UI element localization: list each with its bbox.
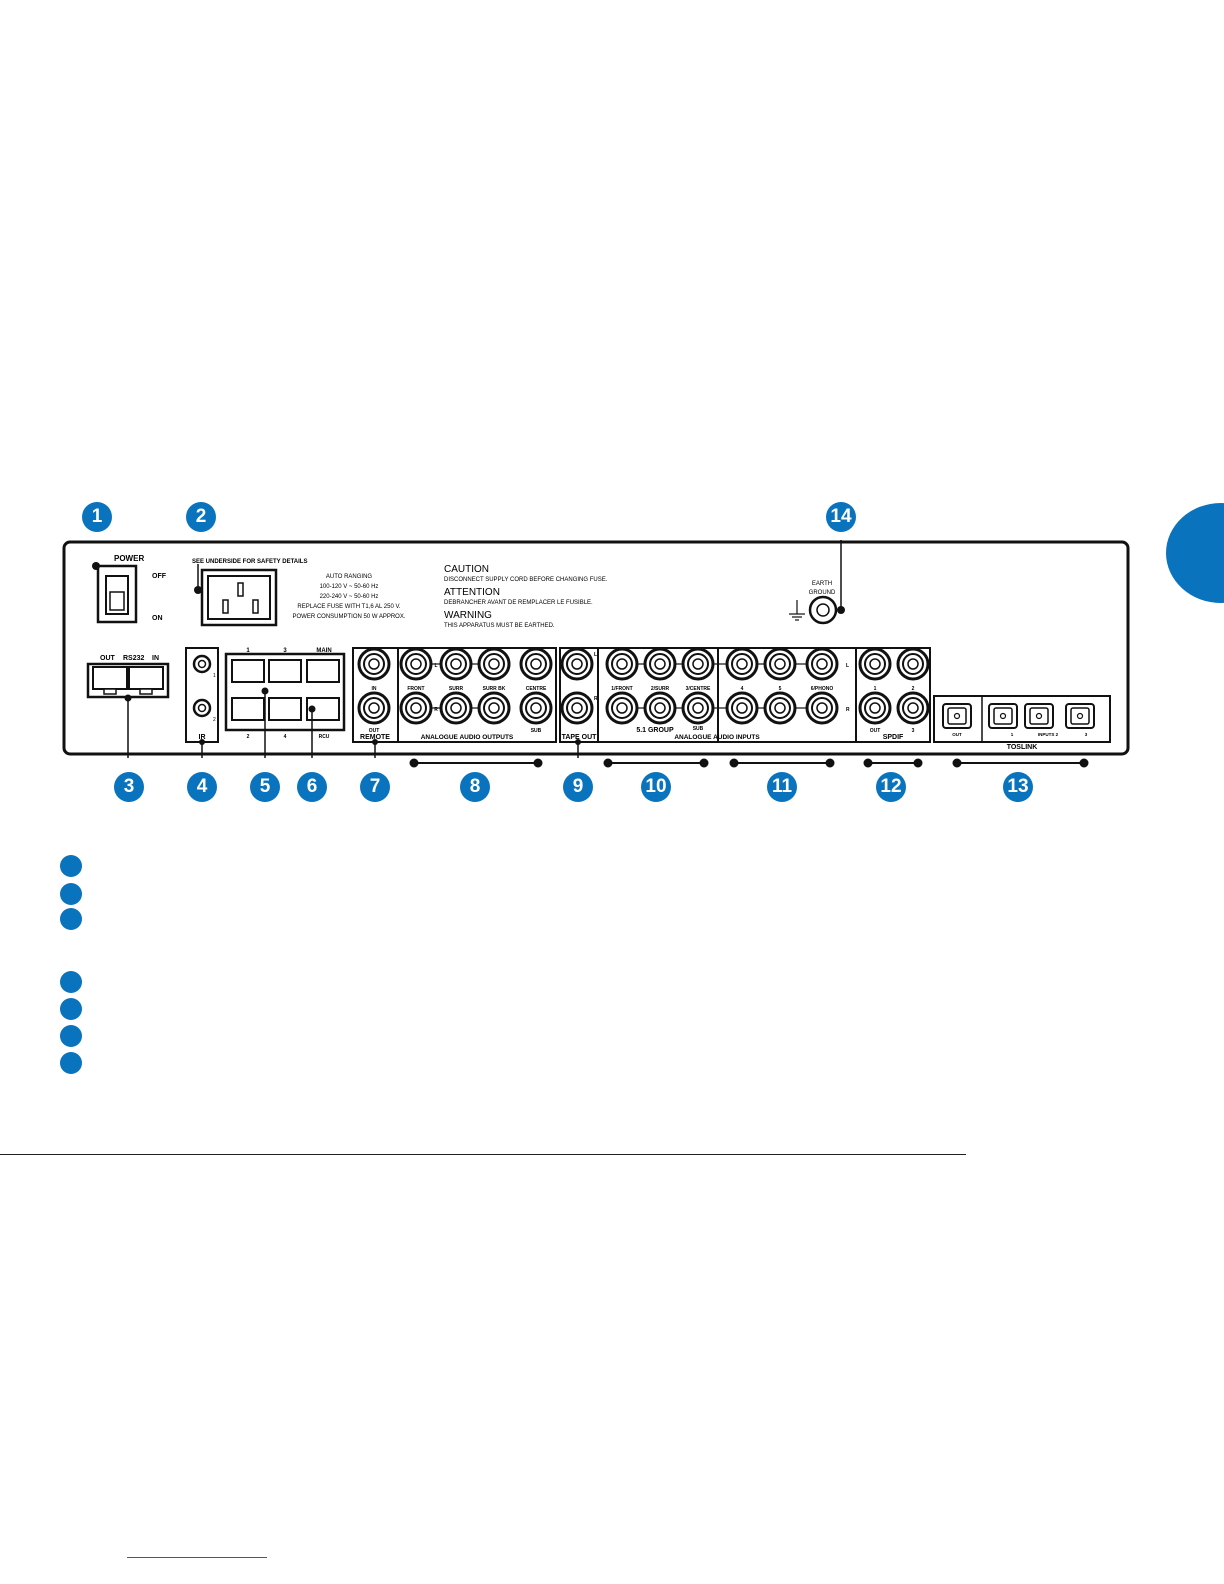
remote-out-label: OUT — [369, 728, 380, 734]
footer-link-underline — [127, 1557, 267, 1558]
zone-label-1: 1 — [246, 648, 250, 654]
ir-label: IR — [199, 734, 206, 741]
zone-label-2: 2 — [247, 734, 250, 740]
zone-label-4: 4 — [284, 734, 287, 740]
earth-label-2: GROUND — [809, 590, 836, 596]
attention-title: ATTENTION — [444, 587, 500, 598]
outputs-r-label: R — [434, 707, 438, 713]
caution-title: CAUTION — [444, 564, 489, 575]
group-brackets — [409, 758, 1089, 768]
legend-dot-5 — [60, 998, 82, 1020]
remote-in-label: IN — [372, 686, 377, 692]
zone-label-3: 3 — [283, 648, 287, 654]
ir-number-1: 1 — [213, 673, 216, 679]
tape-r-label: R — [594, 696, 598, 702]
spdif-2-label: 2 — [912, 686, 915, 692]
callout-4: 4 — [187, 772, 217, 802]
attention-text: DEBRANCHER AVANT DE REMPLACER LE FUSIBLE… — [444, 600, 593, 606]
toslink-label: TOSLINK — [1007, 744, 1038, 751]
callout-10: 10 — [641, 772, 671, 802]
earth-label-1: EARTH — [812, 581, 832, 587]
legend-dot-7 — [60, 1052, 82, 1074]
group-51-label: 5.1 GROUP — [636, 727, 674, 734]
output-centre-label: CENTRE — [526, 686, 547, 692]
callout-2: 2 — [186, 502, 216, 532]
inputs-l-label: L — [846, 663, 849, 669]
toslink-inputs-label: INPUTS 2 — [1038, 732, 1059, 737]
callout-9: 9 — [563, 772, 593, 802]
inputs-r-label: R — [846, 707, 850, 713]
power-on-label: ON — [152, 615, 163, 622]
warning-title: WARNING — [444, 610, 492, 621]
callout-3: 3 — [114, 772, 144, 802]
power-label: POWER — [114, 554, 144, 563]
output-surr-label: SURR — [449, 686, 464, 692]
legend-dot-6 — [60, 1025, 82, 1047]
rs232-in-label: IN — [152, 655, 159, 662]
legend-dot-2 — [60, 883, 82, 905]
output-front-label: FRONT — [407, 686, 424, 692]
callout-5: 5 — [250, 772, 280, 802]
rear-panel-diagram: POWER OFF ON SEE UNDERSIDE FOR SAFETY DE… — [62, 540, 1130, 758]
spdif-out-label: OUT — [870, 728, 881, 734]
rs232-out-label: OUT — [100, 655, 116, 662]
input-sub-label: SUB — [693, 726, 704, 732]
toslink-1-label: 1 — [1011, 732, 1014, 737]
zone-label-main: MAIN — [316, 648, 331, 654]
callout-12: 12 — [876, 772, 906, 802]
toslink-out-label: OUT — [952, 732, 962, 737]
mains-line-3: 220-240 V ~ 50-60 Hz — [320, 594, 379, 600]
legend-dot-4 — [60, 971, 82, 993]
ir-number-2: 2 — [213, 717, 216, 723]
section-divider — [0, 1154, 966, 1155]
legend-dot-1 — [60, 855, 82, 877]
mains-line-5: POWER CONSUMPTION 50 W APPROX. — [292, 614, 405, 620]
spdif-label: SPDIF — [883, 734, 904, 741]
callout-11: 11 — [767, 772, 797, 802]
input-1-front-label: 1/FRONT — [611, 686, 632, 692]
outputs-l-label: L — [434, 663, 437, 669]
analogue-inputs-label: ANALOGUE AUDIO INPUTS — [674, 734, 760, 741]
input-2-surr-label: 2/SURR — [651, 686, 670, 692]
remote-label: REMOTE — [360, 734, 390, 741]
mains-line-1: AUTO RANGING — [326, 574, 373, 580]
mains-line-2: 100-120 V ~ 50-60 Hz — [320, 584, 379, 590]
spdif-3-label: 3 — [912, 728, 915, 734]
input-3-centre-label: 3/CENTRE — [686, 686, 711, 692]
callout-6: 6 — [297, 772, 327, 802]
warning-text: THIS APPARATUS MUST BE EARTHED. — [444, 623, 555, 629]
zone-label-rcu: RCU — [319, 734, 330, 740]
callout-7: 7 — [360, 772, 390, 802]
legend-dot-3 — [60, 908, 82, 930]
mains-line-4: REPLACE FUSE WITH T1,6 AL 250 V. — [297, 604, 400, 610]
tape-l-label: L — [594, 652, 597, 658]
spdif-1-label: 1 — [874, 686, 877, 692]
analogue-outputs-label: ANALOGUE AUDIO OUTPUTS — [421, 734, 514, 741]
safety-label: SEE UNDERSIDE FOR SAFETY DETAILS — [192, 559, 307, 565]
callout-8: 8 — [460, 772, 490, 802]
input-5-label: 5 — [779, 686, 782, 692]
output-surr-bk-label: SURR BK — [483, 686, 506, 692]
input-6-phono-label: 6/PHONO — [811, 686, 834, 692]
callout-1: 1 — [82, 502, 112, 532]
chapter-tab — [1166, 503, 1224, 603]
callout-13: 13 — [1003, 772, 1033, 802]
input-4-label: 4 — [741, 686, 744, 692]
output-sub-label: SUB — [531, 728, 542, 734]
toslink-3-label: 3 — [1085, 732, 1088, 737]
power-off-label: OFF — [152, 573, 167, 580]
callout-14: 14 — [826, 502, 856, 532]
tape-out-label: TAPE OUT — [562, 734, 598, 741]
rs232-label: RS232 — [123, 655, 145, 662]
caution-text: DISCONNECT SUPPLY CORD BEFORE CHANGING F… — [444, 577, 608, 583]
